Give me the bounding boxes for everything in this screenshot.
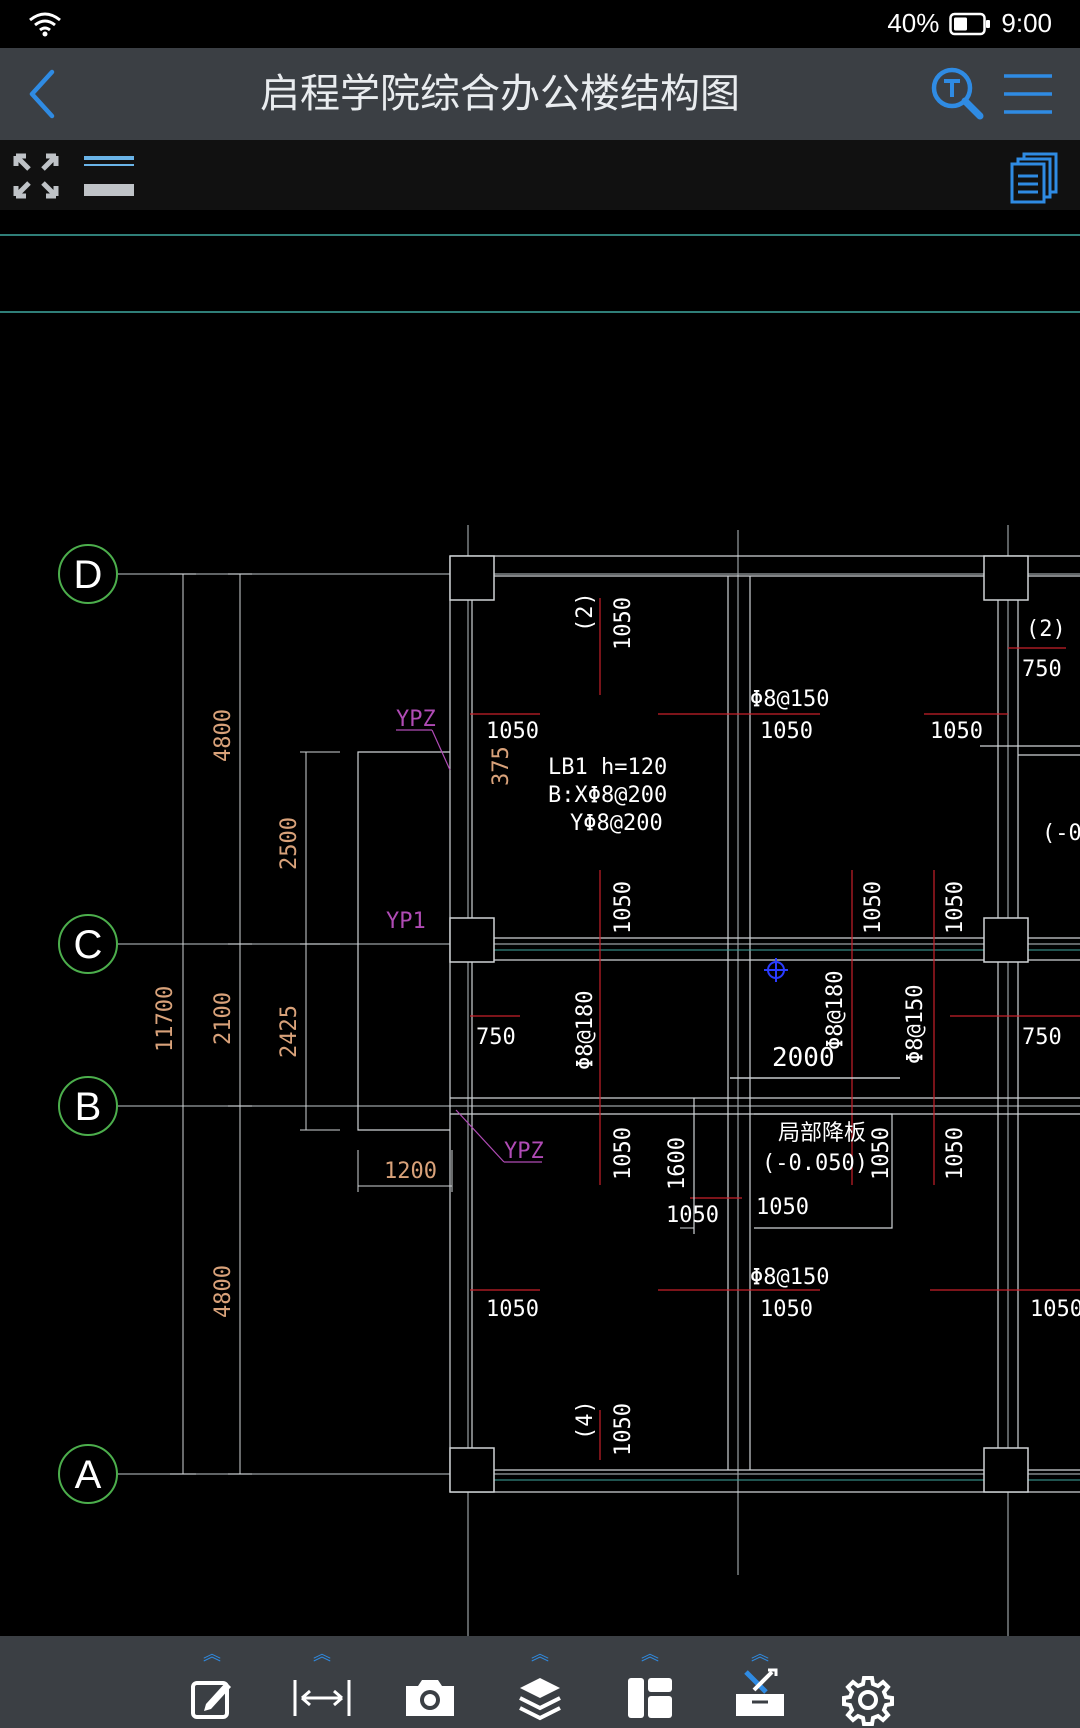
toolbox-tool[interactable]: ︽ [720, 1636, 800, 1728]
expand-up-icon: ︽ [641, 1644, 659, 1665]
dim-11700: 11700 [153, 986, 178, 1052]
clock: 9:00 [1001, 8, 1052, 38]
view-toolbar [0, 140, 1080, 210]
label-1050-v7: 1050 [943, 1127, 968, 1180]
expand-up-icon: ︽ [203, 1644, 221, 1665]
label-lb1: LB1 h=120 [548, 755, 667, 780]
expand-up-icon: ︽ [531, 1644, 549, 1665]
label-1600: 1600 [665, 1137, 690, 1190]
layout-icon [628, 1678, 672, 1718]
bottom-toolbar: ︽ ︽ ︽ ︽ [0, 1636, 1080, 1728]
label-local-slab-elev: (-0.050) [762, 1151, 868, 1176]
menu-icon[interactable] [1002, 68, 1054, 120]
dim-2500: 2500 [277, 817, 302, 870]
label-1050-slab: 1050 [756, 1195, 809, 1220]
label-1050-small: 1050 [666, 1203, 719, 1228]
label-1050-v3: 1050 [861, 881, 886, 934]
dim-4800-top: 4800 [211, 709, 236, 762]
label-ypz-bottom: YPZ [504, 1139, 544, 1164]
label-yp1: YP1 [386, 909, 426, 934]
label-1050-v6: 1050 [869, 1127, 894, 1180]
measure-icon [293, 1680, 351, 1716]
text-search-icon[interactable] [928, 64, 988, 124]
layers-tool[interactable]: ︽ [500, 1636, 580, 1728]
label-1050-d: 1050 [486, 1297, 539, 1322]
gear-icon [842, 1676, 894, 1726]
label-2000: 2000 [772, 1043, 835, 1073]
dim-2100: 2100 [211, 992, 236, 1045]
label-phi180-a: Φ8@180 [573, 991, 598, 1070]
app-bar: 启程学院综合办公楼结构图 [0, 48, 1080, 140]
label-1050-v5: 1050 [611, 1127, 636, 1180]
label-750-right: 750 [1022, 1025, 1062, 1050]
label-phi150-v: Φ8@150 [903, 985, 928, 1064]
dim-2425: 2425 [277, 1005, 302, 1058]
cursor-crosshair-icon[interactable] [764, 958, 788, 982]
label-phi150-top: Φ8@150 [750, 687, 829, 712]
label-750-left: 750 [476, 1025, 516, 1050]
axis-label-a: A [75, 1453, 102, 1497]
label-phi180-b: Φ8@180 [823, 971, 848, 1050]
cad-drawing[interactable]: D C B A [0, 210, 1080, 1636]
label-1050-b: 1050 [760, 719, 813, 744]
dim-4800-bottom: 4800 [211, 1265, 236, 1318]
label-1050-c: 1050 [930, 719, 983, 744]
label-1050-a: 1050 [486, 719, 539, 744]
page-title: 启程学院综合办公楼结构图 [260, 71, 740, 117]
edit-icon [191, 1681, 231, 1719]
label-phi150-bottom: Φ8@150 [750, 1265, 829, 1290]
expand-up-icon: ︽ [751, 1644, 769, 1665]
label-tag4: (4) [573, 1400, 598, 1440]
label-bx: B:XΦ8@200 [548, 783, 667, 808]
wifi-icon [29, 12, 61, 37]
label-1050-e: 1050 [760, 1297, 813, 1322]
label-1050-v8: 1050 [611, 1403, 636, 1456]
label-1050-v4: 1050 [943, 881, 968, 934]
label-750-top-right: 750 [1022, 657, 1062, 682]
toolbox-icon [736, 1668, 784, 1716]
label-1050-v2: 1050 [611, 881, 636, 934]
fullscreen-icon[interactable] [12, 152, 60, 200]
expand-up-icon: ︽ [313, 1644, 331, 1665]
layout-toggle-icon[interactable] [84, 154, 136, 198]
dim-375: 375 [489, 746, 514, 786]
label-elev-partial: (-0. [1042, 821, 1080, 846]
camera-icon [406, 1680, 454, 1716]
layers-icon [519, 1678, 561, 1721]
camera-tool[interactable] [390, 1636, 470, 1728]
label-local-slab: 局部降板 [778, 1121, 866, 1146]
battery-percent: 40% [887, 8, 940, 38]
cad-canvas[interactable]: D C B A [0, 210, 1080, 1636]
measure-tool[interactable]: ︽ [282, 1636, 362, 1728]
label-by: YΦ8@200 [570, 811, 663, 836]
back-icon[interactable] [22, 66, 62, 122]
axis-label-c: C [74, 923, 103, 967]
label-ypz-top: YPZ [396, 707, 436, 732]
pages-icon[interactable] [1010, 152, 1060, 204]
battery-icon [949, 12, 991, 35]
dim-1200: 1200 [384, 1159, 437, 1184]
label-tag2-left: (2) [573, 592, 598, 632]
label-tag2-right: (2) [1026, 617, 1066, 642]
settings-tool[interactable] [828, 1636, 908, 1728]
label-1050-v1: 1050 [611, 597, 636, 650]
axis-label-b: B [75, 1085, 102, 1129]
layout-tool[interactable]: ︽ [610, 1636, 690, 1728]
label-1050-f: 1050 [1030, 1297, 1080, 1322]
status-bar: 40% 9:00 [0, 0, 1080, 48]
edit-tool[interactable]: ︽ [172, 1636, 252, 1728]
axis-label-d: D [74, 553, 103, 597]
